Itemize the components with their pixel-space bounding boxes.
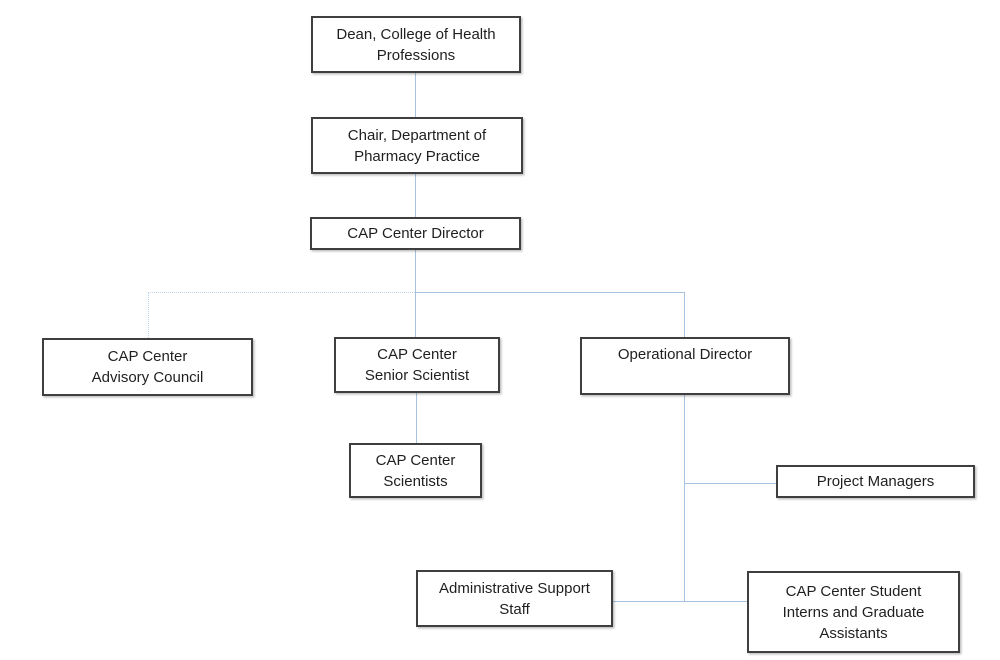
org-box-chair: Chair, Department of Pharmacy Practice [311, 117, 523, 174]
org-box-senior-scientist: CAP Center Senior Scientist [334, 337, 500, 393]
org-box-operational-director: Operational Director [580, 337, 790, 395]
org-box-student-interns: CAP Center Student Interns and Graduate … [747, 571, 960, 653]
connector-bus-right [415, 292, 684, 293]
connector-dean-chair [415, 73, 416, 117]
org-box-admin-support: Administrative Support Staff [416, 570, 613, 627]
connector-project-branch [684, 483, 776, 484]
org-box-project-managers: Project Managers [776, 465, 975, 498]
connector-senior-drop [415, 292, 416, 337]
org-box-director: CAP Center Director [310, 217, 521, 250]
connector-bus-dotted-left [148, 292, 415, 293]
connector-director-stem [415, 250, 416, 293]
connector-operational-drop [684, 292, 685, 337]
connector-advisory-drop [148, 292, 149, 338]
org-box-scientists: CAP Center Scientists [349, 443, 482, 498]
org-box-dean: Dean, College of Health Professions [311, 16, 521, 73]
connector-operational-stem [684, 395, 685, 602]
connector-chair-director [415, 174, 416, 217]
connector-senior-scientists [416, 393, 417, 443]
connector-admin-student-branch [613, 601, 747, 602]
org-box-advisory-council: CAP Center Advisory Council [42, 338, 253, 396]
